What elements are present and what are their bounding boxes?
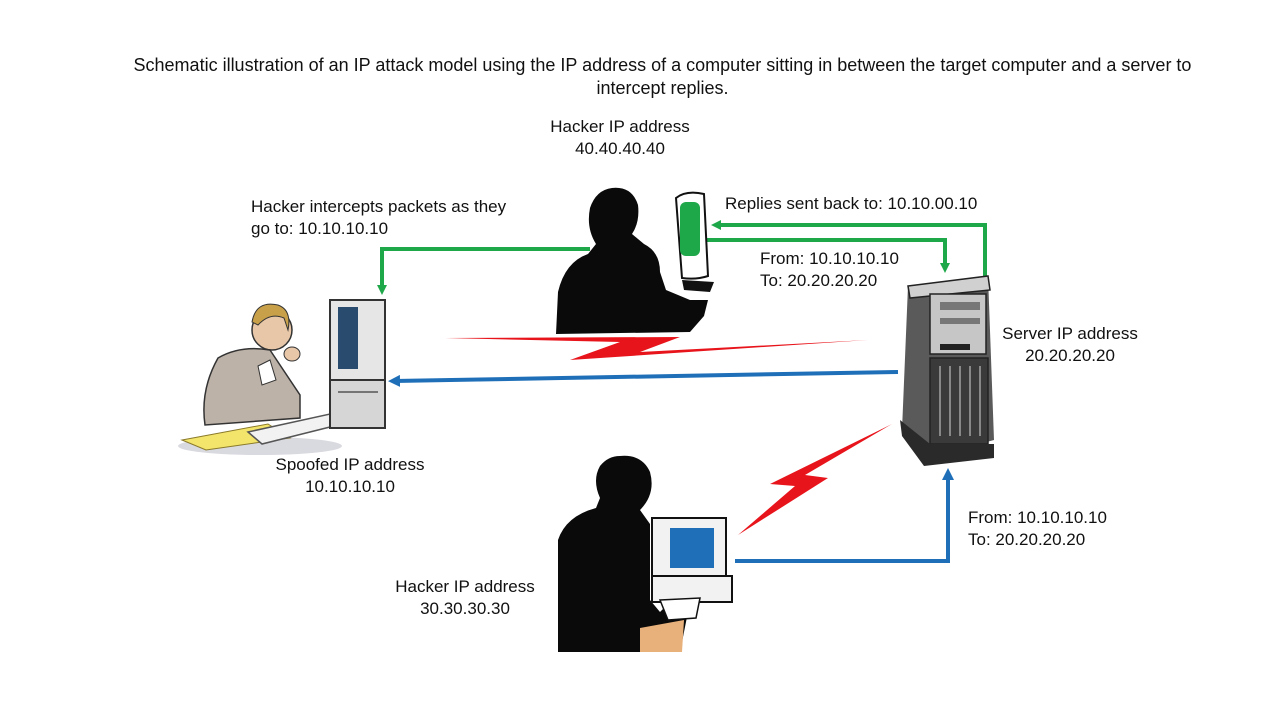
middle-hacker-ip: 40.40.40.40 — [575, 139, 665, 158]
bottom-from-label: From: 10.10.10.10 — [968, 508, 1107, 527]
spoofed-label: Spoofed IP address 10.10.10.10 — [260, 454, 440, 498]
spoofed-ip: 10.10.10.10 — [305, 477, 395, 496]
middle-hacker-label: Hacker IP address 40.40.40.40 — [520, 116, 720, 160]
intercept-label-line1: Hacker intercepts packets as they — [251, 197, 507, 216]
bottom-hacker-ip: 30.30.30.30 — [420, 599, 510, 618]
server-ip: 20.20.20.20 — [1025, 346, 1115, 365]
server-label-line1: Server IP address — [1002, 324, 1138, 343]
middle-hacker-label-line1: Hacker IP address — [550, 117, 690, 136]
lightning-bolt-bottom — [738, 424, 892, 535]
top-to-label: To: 20.20.20.20 — [760, 271, 878, 290]
bottom-hacker-illustration — [558, 455, 733, 652]
spoof-request-arrow — [735, 468, 954, 563]
middle-hacker-illustration — [556, 187, 714, 334]
lightning-bolt-top — [445, 337, 868, 360]
replies-arrow — [711, 220, 987, 280]
top-from-to-label: From: 10.10.10.10 To: 20.20.20.20 — [760, 248, 899, 292]
hacker-to-server-arrow — [705, 238, 950, 273]
server-to-target-arrow — [388, 370, 899, 387]
bottom-hacker-label: Hacker IP address 30.30.30.30 — [380, 576, 550, 620]
server-tower-illustration — [900, 275, 994, 466]
diagram-title: Schematic illustration of an IP attack m… — [133, 55, 1192, 98]
target-computer-illustration — [178, 299, 386, 455]
intercept-label: Hacker intercepts packets as they go to:… — [251, 196, 506, 240]
bottom-hacker-label-line1: Hacker IP address — [395, 577, 535, 596]
server-label: Server IP address 20.20.20.20 — [995, 323, 1145, 367]
bottom-to-label: To: 20.20.20.20 — [968, 530, 1086, 549]
bottom-from-to-label: From: 10.10.10.10 To: 20.20.20.20 — [968, 507, 1107, 551]
top-from-label: From: 10.10.10.10 — [760, 249, 899, 268]
spoofed-label-line1: Spoofed IP address — [275, 455, 425, 474]
intercept-arrow — [377, 247, 590, 295]
replies-label: Replies sent back to: 10.10.00.10 — [725, 194, 978, 213]
intercept-label-line2: go to: 10.10.10.10 — [251, 219, 389, 238]
